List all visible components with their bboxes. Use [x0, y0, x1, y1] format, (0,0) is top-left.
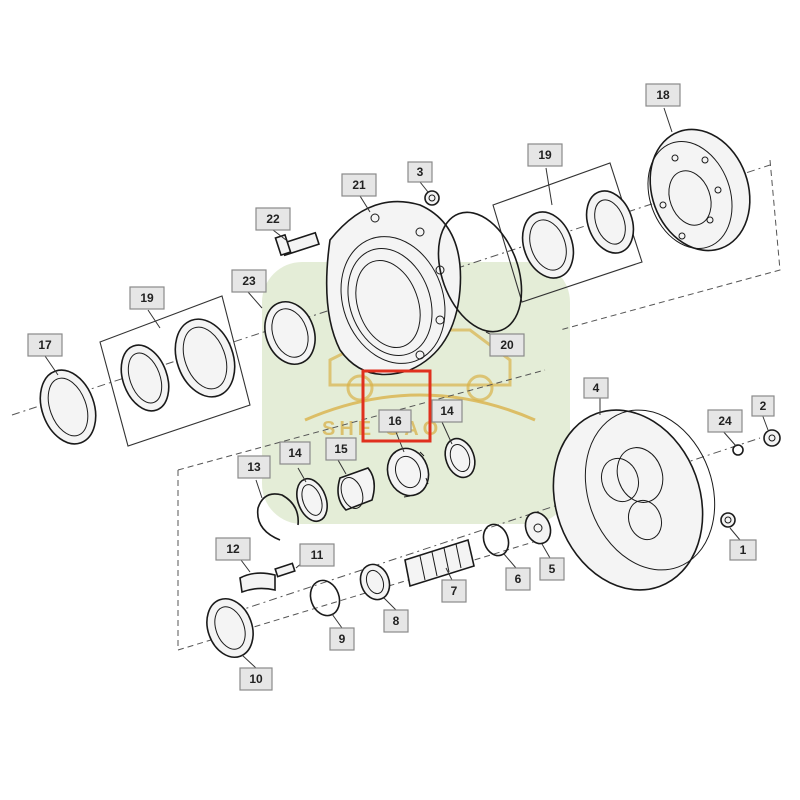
callout-1[interactable]: 1	[729, 539, 757, 561]
part-11-pin	[274, 562, 296, 578]
svg-text:9: 9	[339, 632, 346, 646]
callout-6[interactable]: 6	[505, 567, 531, 591]
svg-text:22: 22	[266, 212, 280, 226]
callout-2[interactable]: 2	[751, 395, 775, 417]
part-24-washer	[732, 444, 744, 456]
callout-22[interactable]: 22	[255, 207, 291, 231]
callout-16[interactable]: 16	[378, 409, 412, 433]
part-4-carrier	[552, 409, 716, 591]
part-21-housing	[325, 200, 462, 376]
part-7-shaft	[404, 538, 475, 588]
part-13-snap-ring	[256, 493, 299, 541]
part-6-snap-ring	[482, 523, 510, 557]
part-14-right-washer	[444, 437, 476, 479]
svg-text:15: 15	[334, 442, 348, 456]
callout-7[interactable]: 7	[441, 579, 467, 603]
callout-5[interactable]: 5	[539, 557, 565, 581]
callout-3[interactable]: 3	[407, 161, 433, 183]
svg-text:3: 3	[417, 165, 424, 179]
svg-text:7: 7	[451, 584, 458, 598]
callout-8[interactable]: 8	[383, 609, 409, 633]
callout-20[interactable]: 20	[489, 333, 525, 357]
part-2-bolt	[763, 429, 781, 447]
part-5-thrust-washer	[524, 511, 552, 545]
svg-text:5: 5	[549, 562, 556, 576]
svg-text:4: 4	[593, 381, 600, 395]
svg-text:20: 20	[500, 338, 514, 352]
part-17-seal	[39, 369, 97, 445]
callout-13[interactable]: 13	[237, 455, 271, 479]
svg-text:18: 18	[656, 88, 670, 102]
svg-text:14: 14	[288, 446, 302, 460]
part-8-lock-washer	[359, 563, 391, 601]
part-15-needle-bearing	[337, 467, 376, 511]
svg-text:2: 2	[760, 399, 767, 413]
part-3-bolt	[424, 190, 440, 206]
callout-4[interactable]: 4	[583, 377, 609, 399]
part-12-bracket	[239, 572, 276, 594]
part-19-left-bearing	[120, 318, 236, 412]
svg-text:1: 1	[740, 543, 747, 557]
part-1-bolt	[720, 512, 736, 528]
callout-14-left[interactable]: 14	[279, 441, 311, 465]
svg-text:14: 14	[440, 404, 454, 418]
svg-text:11: 11	[311, 548, 324, 562]
svg-text:21: 21	[352, 178, 366, 192]
svg-text:10: 10	[249, 672, 263, 686]
bearing-19-left-frame	[99, 295, 251, 447]
svg-text:17: 17	[38, 338, 52, 352]
part-9-ring	[309, 579, 341, 617]
callout-19-left[interactable]: 19	[129, 286, 165, 310]
part-16-planet-gear	[386, 447, 430, 498]
highlight-box	[361, 369, 432, 443]
callout-23[interactable]: 23	[231, 269, 267, 293]
part-10-nut	[206, 598, 254, 658]
part-19-right-bearing	[521, 190, 635, 279]
svg-text:24: 24	[718, 414, 732, 428]
svg-text:23: 23	[242, 274, 256, 288]
callout-14-right[interactable]: 14	[431, 399, 463, 423]
svg-text:8: 8	[393, 614, 400, 628]
callout-labels: 1 2 3 4 5 6 7 8	[27, 83, 775, 691]
svg-text:19: 19	[140, 291, 154, 305]
part-18-hub	[647, 128, 751, 252]
bearing-19-right-frame	[492, 162, 643, 303]
svg-text:19: 19	[538, 148, 552, 162]
callout-19-right[interactable]: 19	[527, 143, 563, 167]
svg-text:16: 16	[388, 414, 402, 428]
part-22-bolt	[274, 231, 320, 257]
part-23-ring	[264, 301, 316, 365]
callout-24[interactable]: 24	[707, 409, 743, 433]
callout-21[interactable]: 21	[341, 173, 377, 197]
svg-text:13: 13	[247, 460, 261, 474]
callout-17[interactable]: 17	[27, 333, 63, 357]
callout-9[interactable]: 9	[329, 627, 355, 651]
callout-18[interactable]: 18	[645, 83, 681, 107]
part-20-gasket	[437, 211, 523, 333]
svg-text:6: 6	[515, 572, 522, 586]
callout-10[interactable]: 10	[239, 667, 273, 691]
callout-11[interactable]: 11	[299, 543, 335, 567]
svg-text:12: 12	[226, 542, 240, 556]
callout-15[interactable]: 15	[325, 437, 357, 461]
callout-12[interactable]: 12	[215, 537, 251, 561]
